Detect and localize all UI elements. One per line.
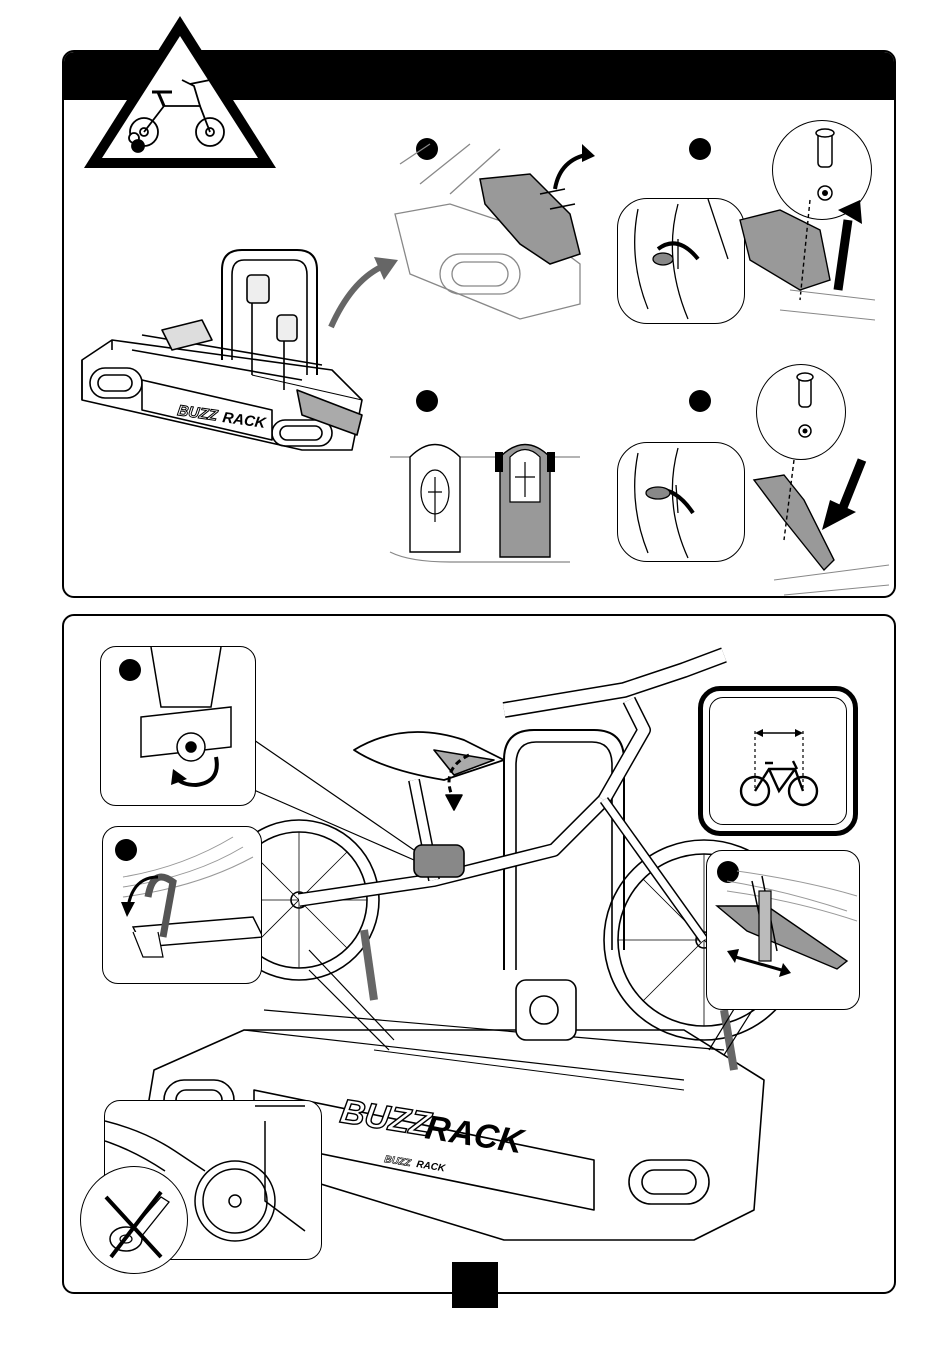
no-training-wheels-circle	[80, 1166, 188, 1274]
strap-callout	[102, 826, 262, 984]
pin-bolt-icon-2	[757, 365, 846, 460]
clamp-knob-callout	[100, 646, 256, 806]
wheel-holder-down-arrow-illustration	[744, 460, 889, 598]
wheel-holder-slide-illustration	[707, 851, 860, 1010]
wheel-holder-flip-illustration	[390, 144, 590, 319]
pin-handle-detail-illustration	[618, 199, 745, 324]
warning-triangle	[82, 14, 278, 170]
wheel-holder-front-back-illustration	[390, 432, 580, 567]
pin-handle-detail-illustration-2	[618, 443, 745, 562]
step-marker-3	[416, 390, 438, 412]
step-marker-4	[689, 390, 711, 412]
wheelbase-measure-icon	[703, 691, 853, 831]
step-2-detail-inset	[617, 198, 745, 324]
wheelbase-measure-box	[698, 686, 858, 836]
page-number-block	[452, 1262, 498, 1308]
training-wheel-crossed-icon	[81, 1167, 188, 1274]
strap-wrap-illustration	[103, 827, 262, 984]
wheel-holder-slide-callout	[706, 850, 860, 1010]
step-4-pin-circle	[756, 364, 846, 460]
knob-tighten-illustration	[101, 647, 256, 806]
bottom-instruction-panel: BUZZ RACK BUZZ RACK	[62, 614, 896, 1294]
step-marker-2	[689, 138, 711, 160]
step-4-detail-inset	[617, 442, 745, 562]
wheel-holder-up-arrow-illustration	[740, 200, 880, 320]
